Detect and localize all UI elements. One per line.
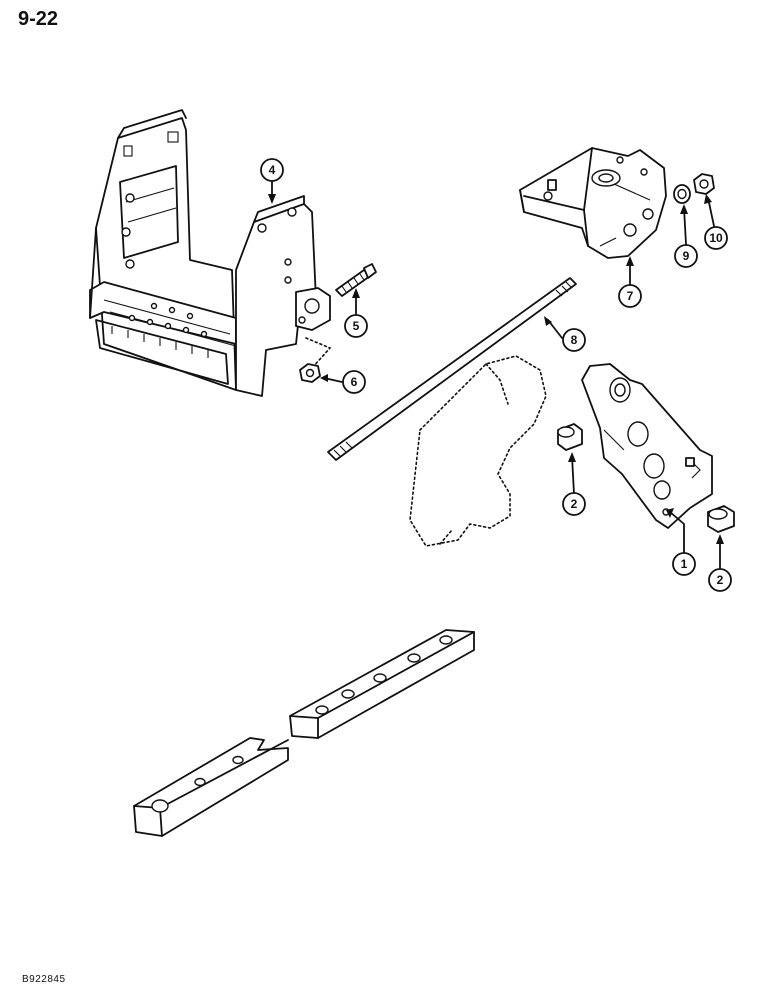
callout-8-label: 8 xyxy=(571,333,578,347)
callout-1-label: 1 xyxy=(681,557,688,571)
callout-7-label: 7 xyxy=(627,289,634,303)
callout-6-label: 6 xyxy=(351,375,358,389)
callout-10-label: 10 xyxy=(709,231,723,245)
callout-8: 8 xyxy=(544,316,586,352)
callout-2-right-label: 2 xyxy=(717,573,724,587)
part-drawbar xyxy=(133,629,475,837)
callout-5: 5 xyxy=(344,288,368,338)
part-bolt xyxy=(335,263,377,297)
part-housing xyxy=(519,147,667,259)
part-nut-10 xyxy=(693,173,715,195)
callout-5-label: 5 xyxy=(353,319,360,333)
part-nut-6 xyxy=(299,337,332,383)
callout-2-right: 2 xyxy=(708,534,732,592)
figure-id: B922845 xyxy=(22,974,66,985)
callout-6: 6 xyxy=(320,370,366,394)
part-stud-rod xyxy=(327,277,577,461)
callout-4-label: 4 xyxy=(269,163,276,177)
part-washer xyxy=(673,184,691,204)
part-lift-arm-casting xyxy=(581,363,713,529)
part-bushing-left xyxy=(557,423,583,451)
callout-4: 4 xyxy=(260,158,284,204)
phantom-lift-arm xyxy=(409,355,547,547)
callout-2-left: 2 xyxy=(562,452,586,516)
callout-9: 9 xyxy=(674,204,698,268)
callout-10: 10 xyxy=(704,194,728,250)
callout-1: 1 xyxy=(666,508,696,576)
part-bracket-frame xyxy=(89,109,331,397)
callout-2-left-label: 2 xyxy=(571,497,578,511)
callout-7: 7 xyxy=(618,256,642,308)
page-number: 9-22 xyxy=(18,8,59,30)
callout-9-label: 9 xyxy=(683,249,690,263)
part-bushing-right xyxy=(707,505,735,533)
